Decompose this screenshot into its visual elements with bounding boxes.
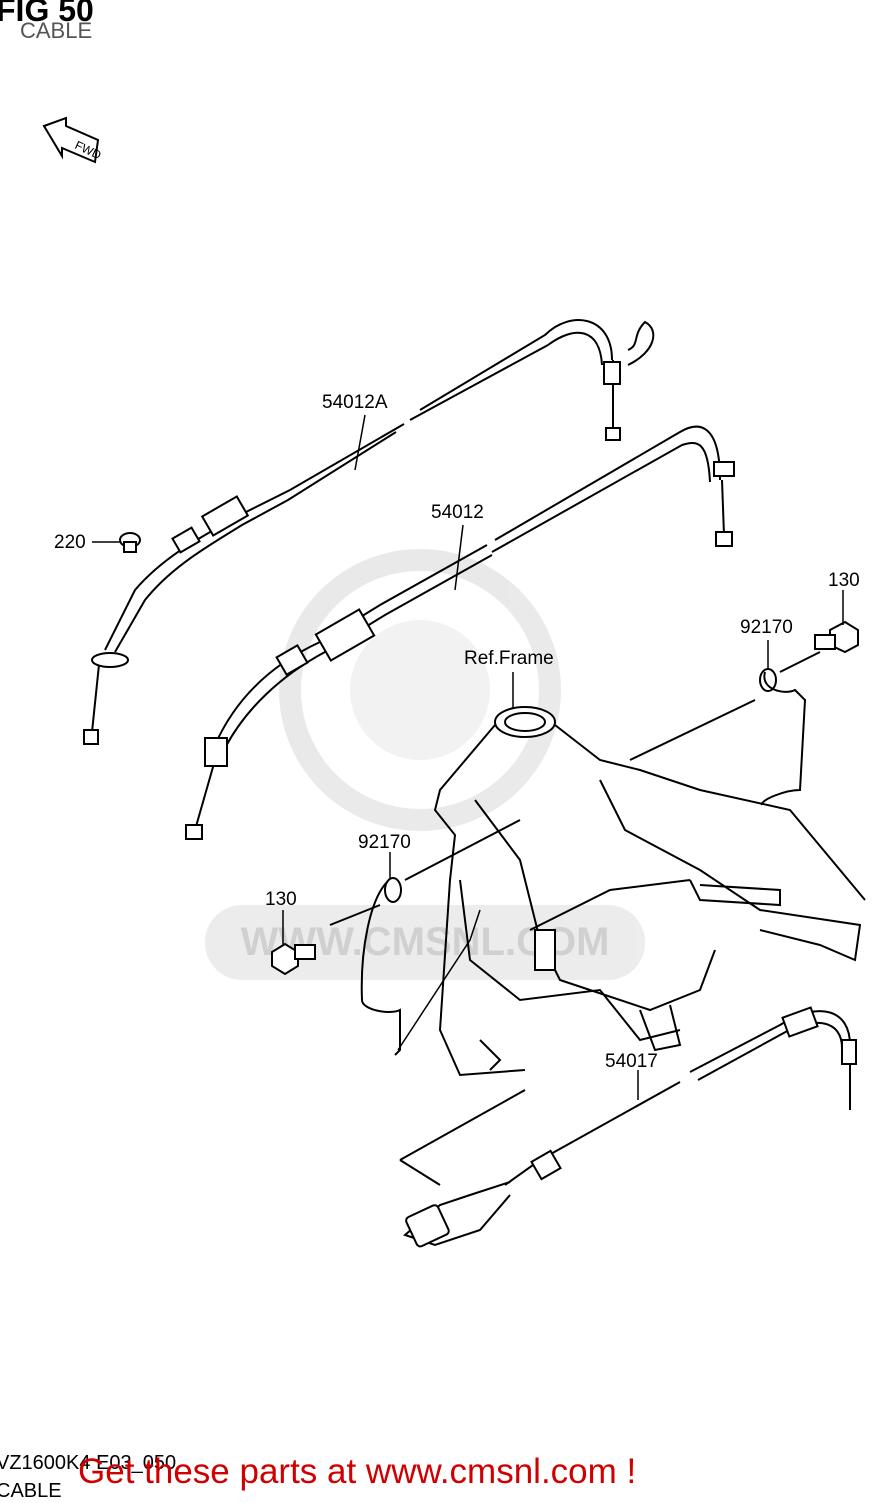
label-92170-left: 92170 xyxy=(358,832,411,853)
cable-54012 xyxy=(185,425,735,840)
label-130-right: 130 xyxy=(828,570,860,591)
diagram-name: CABLE xyxy=(0,1480,62,1502)
label-220: 220 xyxy=(54,532,86,553)
watermark-logo: WWW.CMSNL.COM xyxy=(205,549,645,980)
label-54017: 54017 xyxy=(605,1051,658,1072)
label-130-left: 130 xyxy=(265,889,297,910)
bolt-130-left xyxy=(271,942,316,976)
label-54012a: 54012A xyxy=(322,392,388,413)
leader-lines xyxy=(92,414,844,1100)
cable-54017 xyxy=(399,1006,857,1248)
label-54012: 54012 xyxy=(431,502,484,523)
label-ref-frame: Ref.Frame xyxy=(464,648,554,669)
cable-54012a xyxy=(83,319,655,745)
clamp-92170-left xyxy=(329,819,521,1056)
diagram-code: VZ1600K4 E03_050 xyxy=(0,1452,177,1474)
label-92170-right: 92170 xyxy=(740,617,793,638)
figure-title: FIG 50 xyxy=(0,0,94,28)
bolt-130-right xyxy=(814,620,859,654)
clamp-92170-right xyxy=(629,651,821,806)
fwd-arrow-icon: FWD xyxy=(42,116,104,164)
figure-subtitle: CABLE xyxy=(20,18,93,43)
frame xyxy=(433,706,866,1077)
screw-220 xyxy=(119,532,141,553)
promo-link[interactable]: Get these parts at www.cmsnl.com ! xyxy=(78,1452,637,1491)
